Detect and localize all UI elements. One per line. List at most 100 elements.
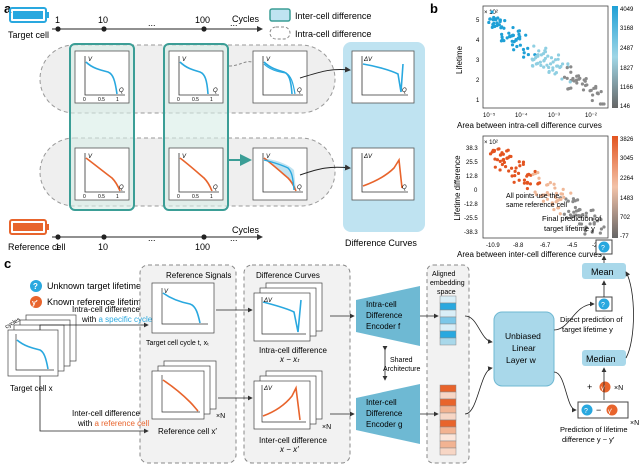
top-xtick: 10⁻⁵ (483, 112, 496, 119)
cb-tick: -77 (620, 234, 629, 240)
scatter-point (567, 209, 571, 213)
linear-l1: Unbiased (505, 331, 541, 341)
axis-q: Q (213, 185, 218, 191)
bottom-ytick: 0 (474, 188, 478, 194)
svg-text:−: − (596, 405, 601, 415)
scatter-point (517, 32, 521, 36)
scatter-point (584, 211, 588, 215)
scatter-point (589, 88, 593, 92)
scatter-point (566, 199, 570, 203)
scatter-point (507, 169, 511, 173)
scatter-point (599, 217, 603, 222)
embedding-blue (439, 295, 457, 346)
bottom-xlabel: Area between inter-cell difference curve… (457, 250, 602, 259)
scatter-point (541, 52, 546, 56)
embedding-cell (439, 337, 457, 346)
tick-10-b: 10 (98, 242, 108, 252)
axis-v: V (182, 154, 187, 160)
tick: 1 (210, 97, 213, 103)
shared-l2: Architecture (383, 366, 420, 373)
embedding-cell (439, 391, 457, 400)
intra-label-line1: Intra-cell difference (72, 305, 140, 314)
times-n-diff: ×N (322, 424, 331, 431)
cb-tick: 2264 (620, 176, 634, 182)
scatter-point (545, 63, 549, 67)
scatter-point (493, 157, 497, 161)
scatter-point (574, 213, 578, 217)
axis-q: Q (402, 185, 407, 191)
direct-pred-l2: target lifetime y (562, 325, 613, 334)
bottom-note-2: same reference cell (506, 202, 568, 209)
scatter-point (506, 156, 510, 160)
reference-timeline: 1 10 ... 100 ... Cycles (52, 225, 263, 252)
tick-1-b: 1 (55, 242, 60, 252)
colorbar-top: 4049 3168 2487 1827 1166 146 (612, 6, 634, 110)
scatter-point (503, 19, 507, 23)
scatter-point (518, 37, 522, 41)
target-cell-label-c: Target cell x (10, 384, 53, 393)
times-n-plus: ×N (614, 385, 623, 392)
embedding-cell (439, 405, 457, 414)
scatter-point (591, 208, 595, 212)
scatter-point (553, 72, 557, 76)
scatter-point (546, 54, 550, 58)
scatter-point (543, 50, 548, 54)
tick-1: 1 (55, 15, 60, 25)
scatter-point (554, 195, 558, 200)
scatter-point (495, 158, 500, 162)
linear-l3: Layer w (506, 355, 537, 365)
scatter-point (599, 227, 604, 231)
scatter-point (583, 83, 588, 88)
flow-intra-line (39, 322, 149, 330)
legend-inter-label: Inter-cell difference (295, 11, 371, 21)
scatter-point (552, 207, 556, 212)
scatter-point (509, 154, 513, 159)
plot-target-c2: V Q 0 0.5 1 (168, 50, 224, 104)
plot-diff-inter: ΔV Q (351, 147, 415, 201)
scatter-point (516, 171, 521, 175)
scatter-point (542, 59, 546, 63)
tick: 0.5 (192, 194, 199, 200)
legend-intra-label: Intra-cell difference (295, 29, 371, 39)
cb-tick: 146 (620, 104, 631, 110)
scatter-point (493, 165, 497, 169)
scatter-point (498, 153, 503, 157)
tick-100: 100 (195, 15, 210, 25)
scatter-point (565, 66, 569, 70)
scatter-point (498, 19, 502, 24)
scatter-point (595, 91, 599, 95)
unknown-icon: ? (33, 282, 38, 291)
tick-10: 10 (98, 15, 108, 25)
direct-pred-l1: Direct prediction of (560, 315, 623, 324)
scatter-point (584, 214, 588, 219)
scatter-point (559, 197, 563, 202)
panel-label-a: a (4, 1, 12, 16)
scatter-point (532, 57, 536, 62)
embedding-cell (439, 295, 457, 304)
cb-tick: 3045 (620, 156, 634, 162)
difference-curves-label: Difference Curves (345, 238, 417, 248)
embedding-cell (439, 323, 457, 332)
scatter-point (498, 168, 502, 172)
axis-q: Q (213, 88, 218, 94)
scatter-point (513, 173, 517, 178)
times-n-ref: ×N (216, 413, 225, 420)
axis-q: Q (119, 88, 124, 94)
scatter-point (551, 60, 555, 64)
scatter-point (562, 212, 566, 216)
scatter-point (528, 182, 533, 186)
tick: 0.5 (98, 194, 105, 200)
tick-dots-1-b: ... (148, 233, 156, 243)
times-n-pred: ×N (630, 420, 639, 427)
top-ylabel: Lifetime (455, 45, 464, 74)
scatter-point (500, 35, 504, 39)
battery-blue-icon (9, 7, 49, 23)
scatter-point (536, 171, 540, 175)
target-cell-stack: cycles (4, 314, 77, 377)
scatter-point (602, 225, 606, 229)
linear-layer (493, 311, 555, 387)
scatter-point (560, 77, 564, 81)
inter-diff-label: Inter-cell difference (259, 436, 327, 445)
bottom-ytick: -38.3 (464, 230, 478, 236)
